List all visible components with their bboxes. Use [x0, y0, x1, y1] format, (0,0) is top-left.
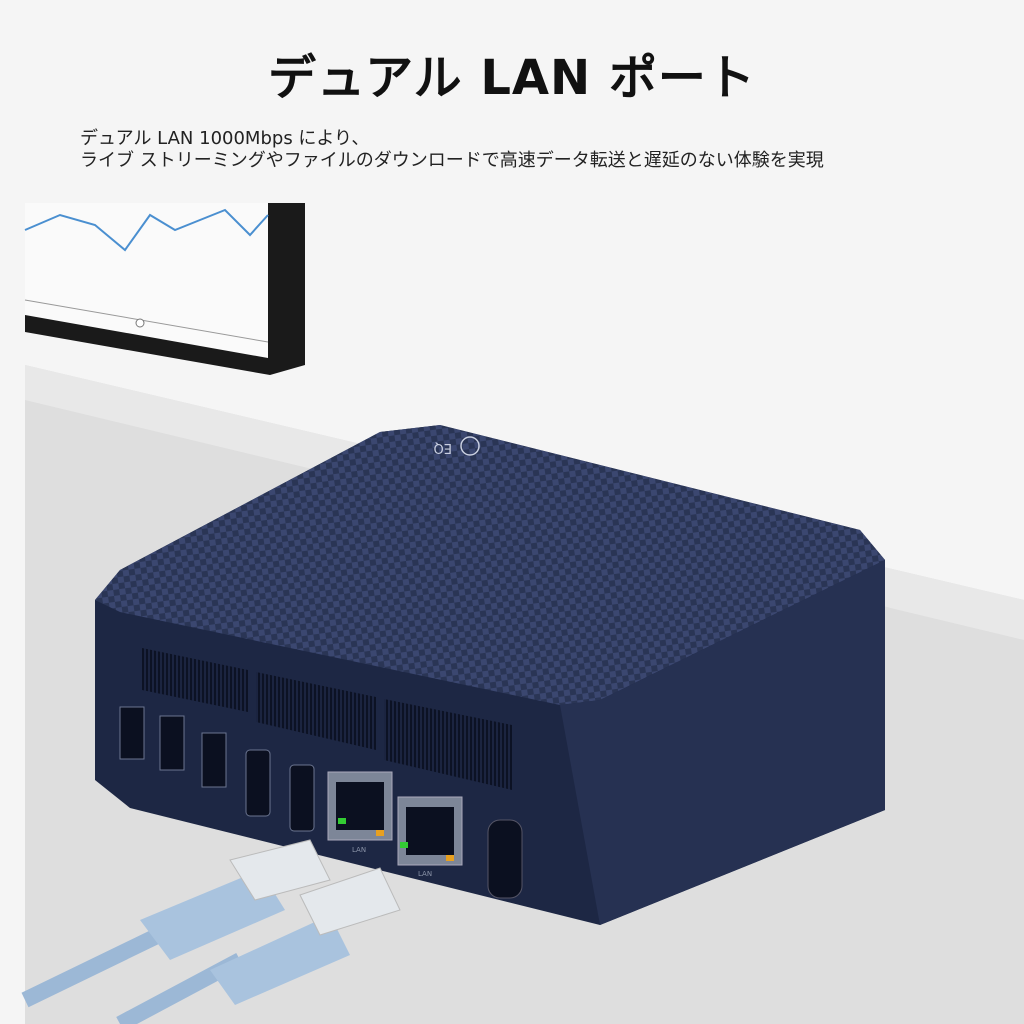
description: デュアル LAN 1000Mbps により、 ライブ ストリーミングやファイルの… — [80, 128, 824, 172]
description-line-2: ライブ ストリーミングやファイルのダウンロードで高速データ転送と遅延のない体験を… — [80, 150, 824, 171]
logo-text: EQ — [434, 440, 452, 455]
lan-ports: LAN LAN — [327, 771, 463, 878]
monitor — [24, 203, 305, 375]
hdmi-ports — [245, 749, 315, 832]
power-port — [487, 819, 523, 899]
logo-icon — [460, 436, 480, 456]
vents — [142, 648, 512, 790]
monitor-chart-line — [24, 208, 269, 252]
ethernet-cables — [21, 839, 401, 1024]
carbon-top — [95, 425, 885, 705]
mini-pc: LAN LAN EQ — [95, 425, 885, 925]
lan-label-2: LAN — [418, 870, 432, 878]
page-title: デュアル LAN ポート — [268, 50, 756, 106]
lan-label-1: LAN — [352, 846, 366, 854]
usb-ports — [119, 706, 227, 788]
description-line-1: デュアル LAN 1000Mbps により、 — [80, 128, 370, 149]
